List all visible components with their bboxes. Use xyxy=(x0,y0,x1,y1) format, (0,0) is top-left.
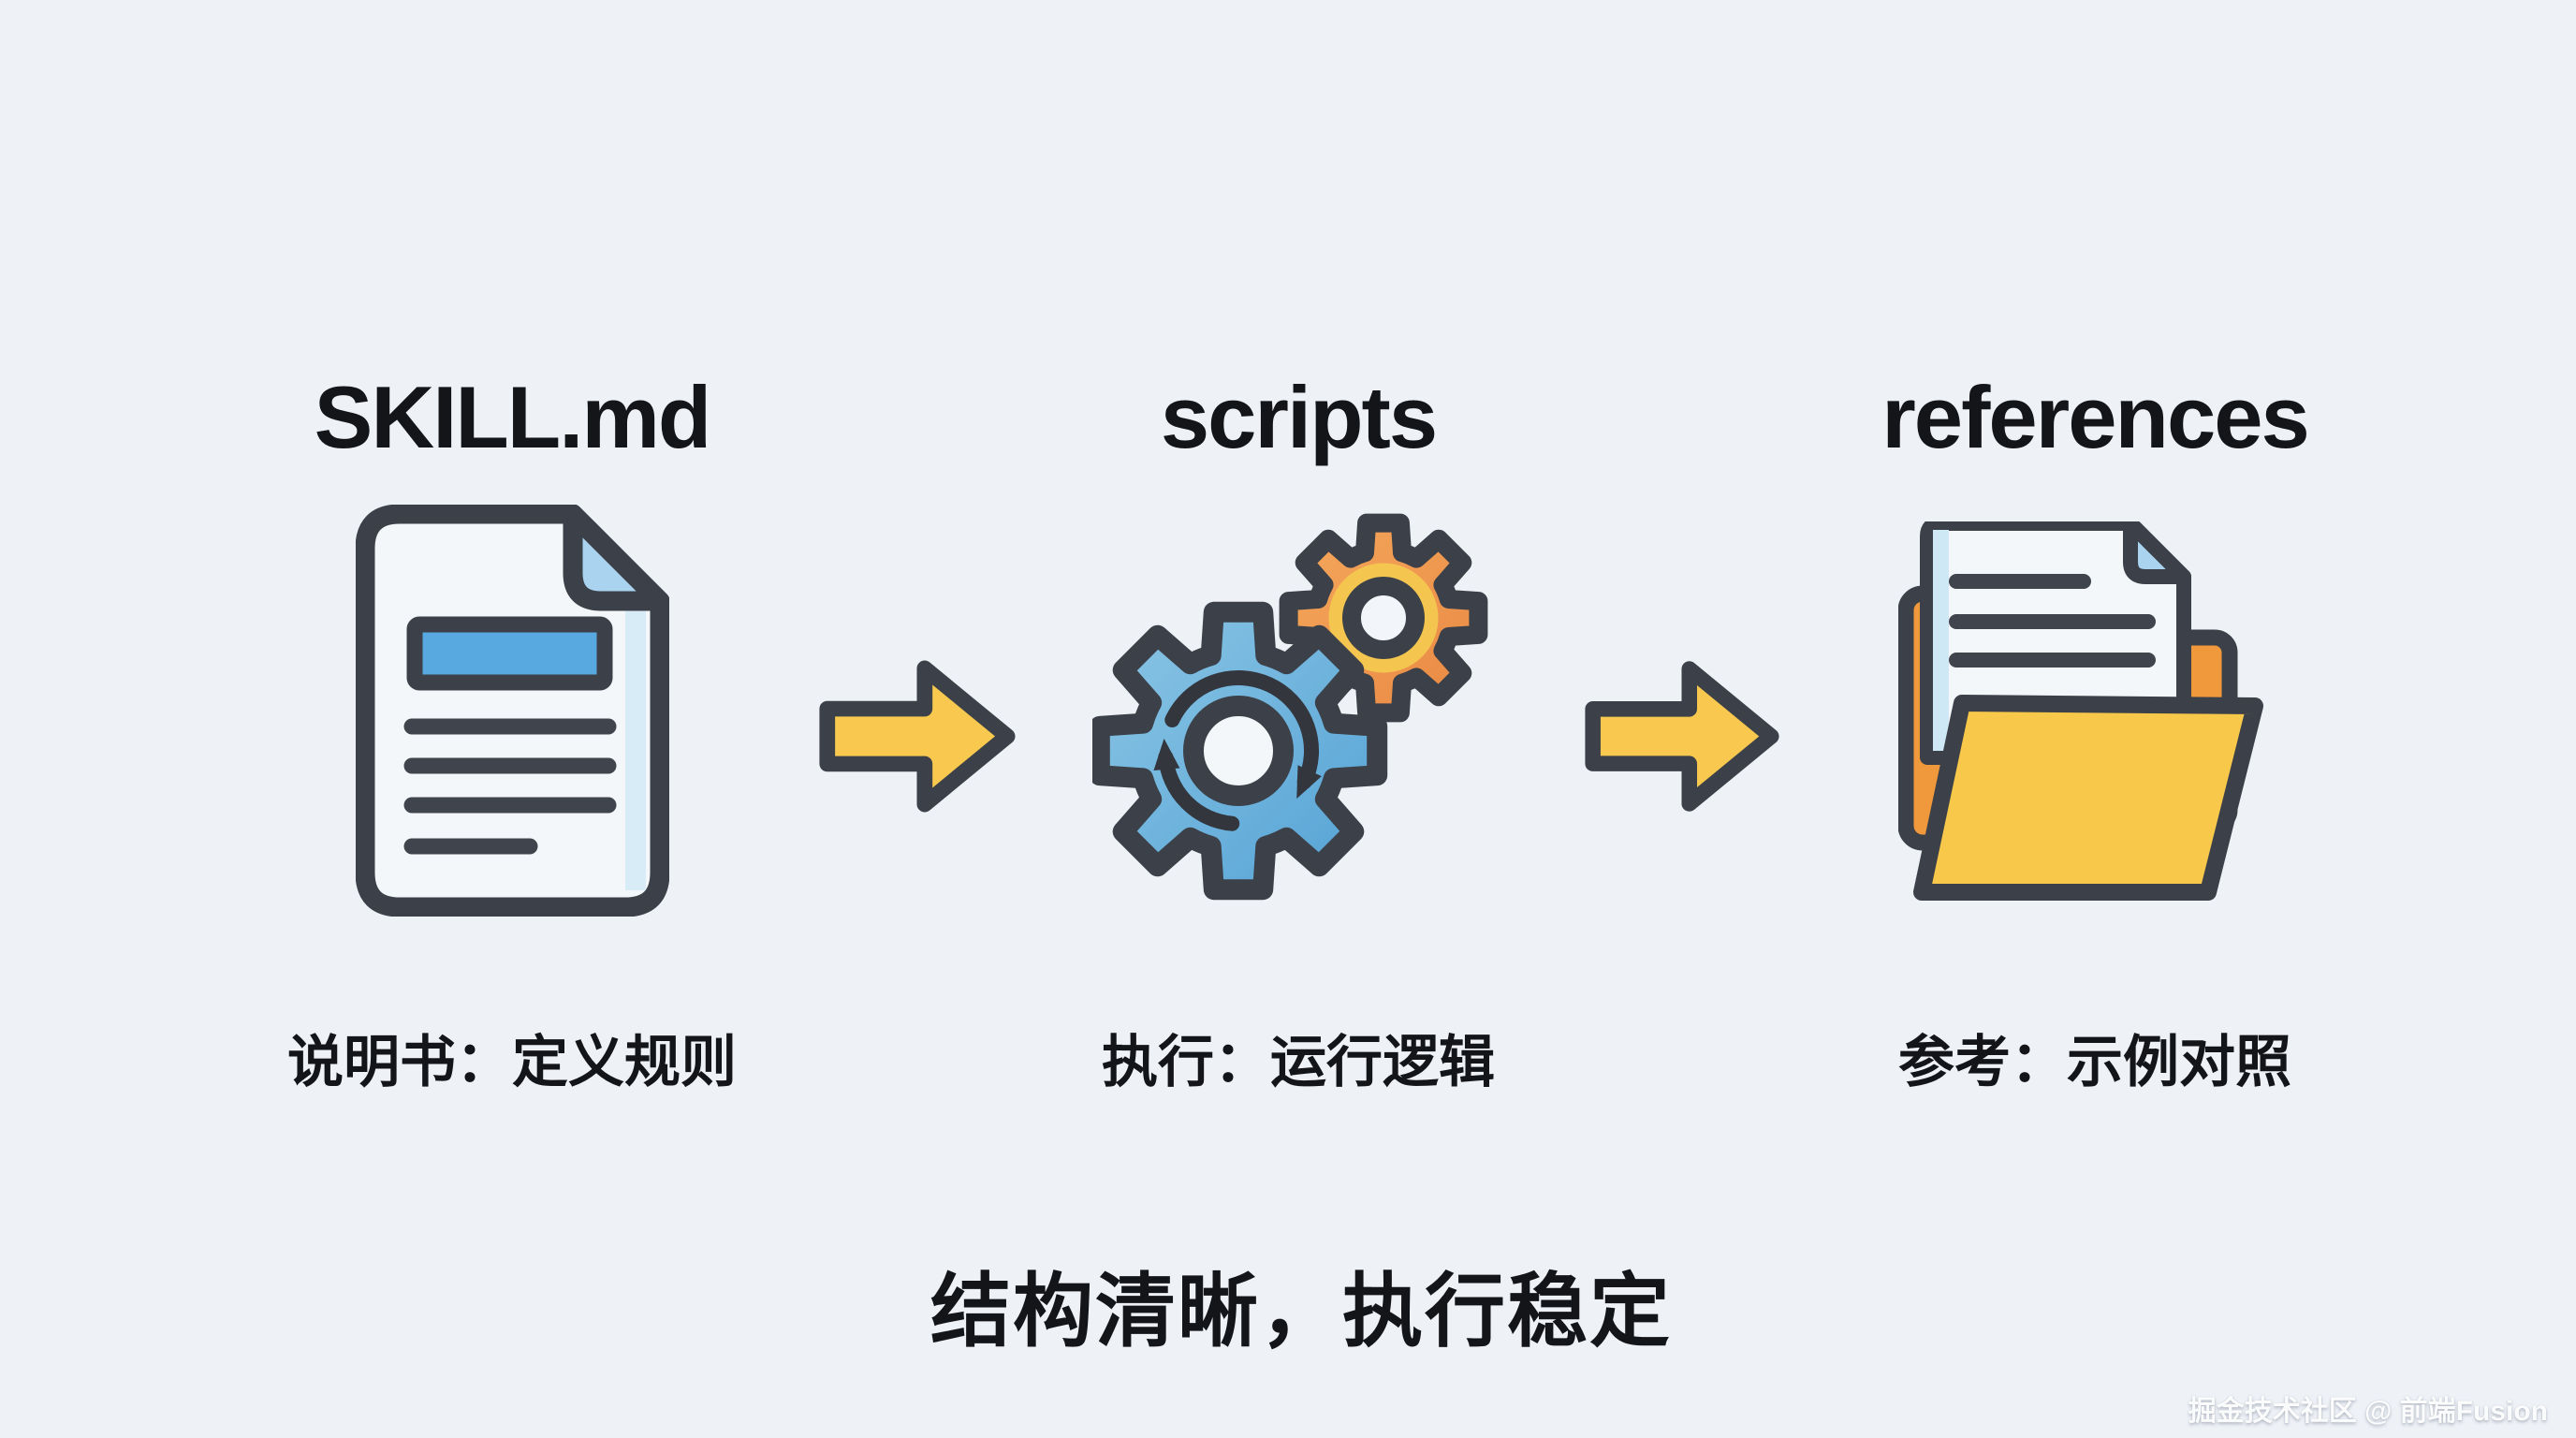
folder-icon xyxy=(1898,521,2263,901)
arrow-right-icon xyxy=(1582,655,1780,816)
caption-skill-md: 说明书：定义规则 xyxy=(287,1031,737,1094)
column-scripts: scripts xyxy=(1036,367,1560,1098)
gears-icon-box xyxy=(1092,491,1504,931)
caption-scripts: 执行：运行逻辑 xyxy=(1102,1031,1495,1094)
column-title-skill-md: SKILL.md xyxy=(314,368,712,466)
tagline: 结构清晰，执行稳定 xyxy=(930,1267,1672,1357)
folder-icon-box xyxy=(1898,491,2291,931)
column-title-scripts: scripts xyxy=(1160,368,1438,466)
document-icon xyxy=(355,505,669,917)
paper-shading xyxy=(1933,529,1949,751)
cycle-arrows-icon xyxy=(1158,670,1319,831)
caption-references: 参考：示例对照 xyxy=(1898,1031,2291,1094)
gears-icon xyxy=(1092,513,1488,901)
column-references: references 参考：示例对照 xyxy=(1833,367,2357,1098)
arrow-right-icon xyxy=(816,655,1017,816)
folder-front-flap xyxy=(1913,694,2263,901)
document-title-block xyxy=(406,616,612,691)
paper-fold xyxy=(2123,521,2191,584)
document-fold xyxy=(563,505,669,611)
document-icon-box xyxy=(355,491,669,931)
column-title-references: references xyxy=(1881,368,2310,466)
column-skill-md: SKILL.md 说明书：定义规则 xyxy=(250,367,774,1098)
document-text-lines xyxy=(403,718,616,855)
watermark: 掘金技术社区 @ 前端Fusion xyxy=(2188,1396,2548,1427)
paper-text-lines xyxy=(1949,573,2156,668)
document-shading xyxy=(624,609,646,891)
blue-gear xyxy=(1092,601,1388,901)
